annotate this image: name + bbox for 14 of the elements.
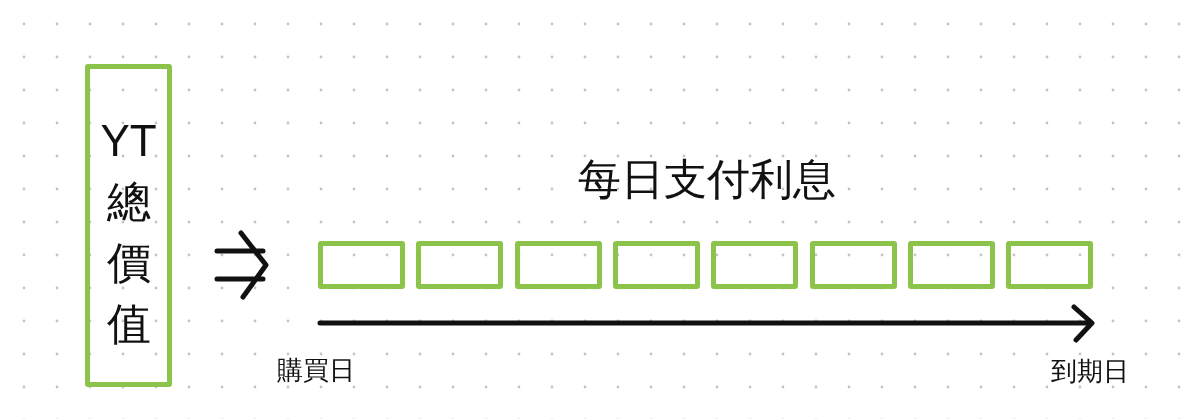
empty-box [908,241,995,289]
empty-box [416,241,503,289]
date-label: 購買日 [277,356,355,386]
heading: 每日支付利息 [578,155,836,205]
date-label: 到期日 [1051,357,1129,387]
double-arrow [214,230,269,300]
empty-box [515,241,602,289]
empty-box [1006,241,1093,289]
label-box [85,64,172,387]
empty-box [810,241,897,289]
empty-box [318,241,405,289]
empty-box [711,241,798,289]
vertical-text: YT總價值 [99,115,158,350]
empty-box [613,241,700,289]
